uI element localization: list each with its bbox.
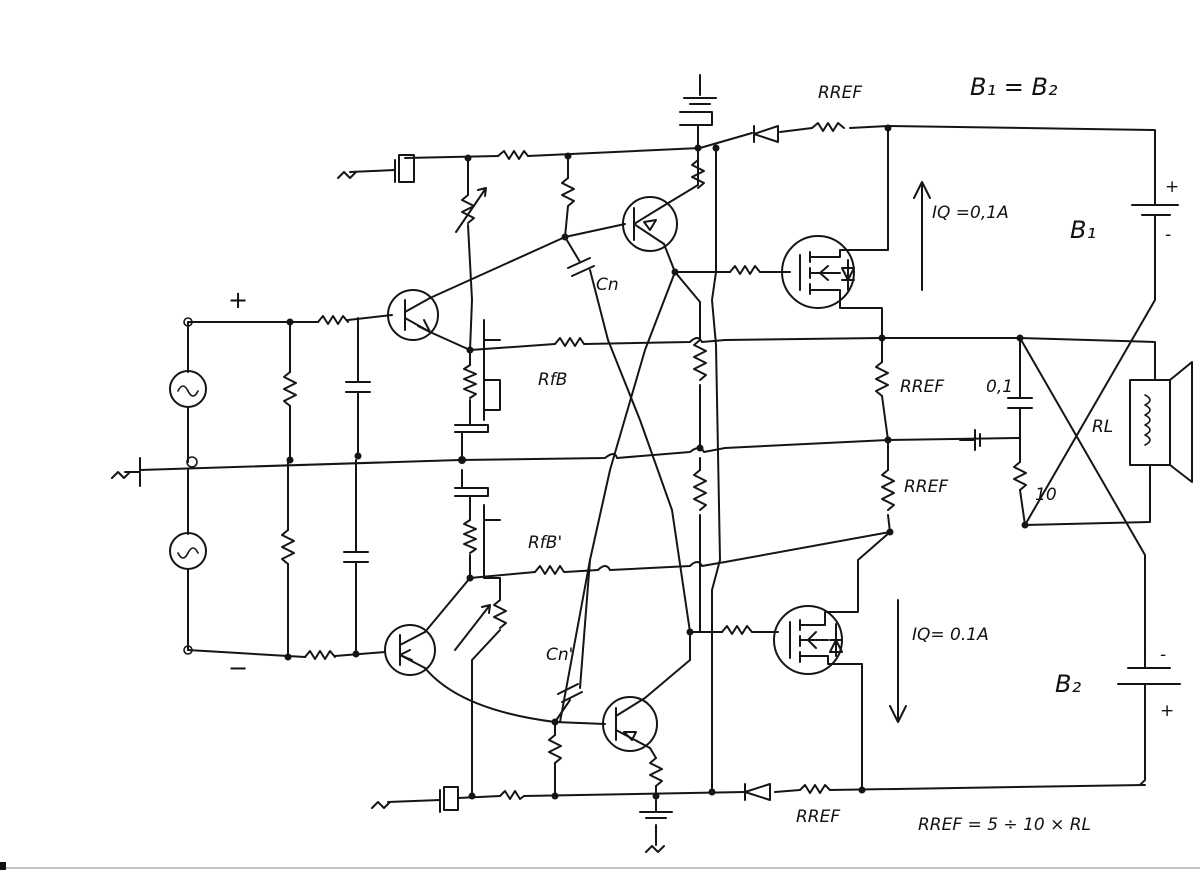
top-rail: [404, 122, 1156, 186]
ground-bottom-left: [371, 786, 459, 813]
transistor-q2: [384, 577, 556, 723]
label-cn-prime: Cn': [546, 645, 573, 665]
mosfet-lower: [689, 531, 891, 791]
label-rfb: RfB: [538, 370, 567, 390]
speaker-rl: [1019, 337, 1193, 526]
center-resistors: [691, 144, 721, 791]
input-section: [111, 314, 461, 661]
transistor-q3: [622, 149, 699, 273]
label-b1: B₁: [1070, 216, 1096, 244]
battery-b2: [1117, 649, 1181, 786]
ground-top-center: [679, 74, 717, 149]
label-b1-plus: +: [1165, 177, 1179, 197]
label-iq-top: IQ =0,1A: [932, 203, 1009, 223]
label-cn: Cn: [596, 275, 619, 295]
transistor-q1: [387, 236, 566, 351]
cross-wires: [559, 268, 701, 723]
middle-wires: [458, 334, 1021, 464]
transistor-q4: [602, 631, 691, 797]
label-rref-mid-bottom: RREF: [904, 477, 948, 497]
label-rref-formula: RREF = 5 ÷ 10 × RL: [918, 815, 1091, 835]
ac-source-bottom: [169, 532, 207, 570]
label-res-value: 10: [1035, 485, 1057, 505]
bias-network-lower: [454, 469, 891, 582]
bias-network-upper: [454, 319, 501, 463]
label-b1-minus: -: [1165, 225, 1171, 245]
label-cap-value: 0,1: [986, 377, 1013, 397]
page-corner-mark: [0, 862, 6, 870]
rref-right-upper: [875, 337, 895, 536]
label-input-minus: −: [228, 654, 248, 682]
label-input-plus: +: [228, 286, 248, 314]
ground-top-left: [337, 154, 415, 183]
center-upper: [561, 152, 626, 341]
ground-bottom-center: [639, 799, 673, 853]
label-rref-mid-top: RREF: [900, 377, 944, 397]
battery-b1: [1131, 184, 1179, 236]
bottom-rail: [457, 783, 1146, 801]
label-b2: B₂: [1055, 670, 1081, 698]
zobel-network: [959, 334, 1033, 529]
mosfet-upper: [674, 124, 892, 339]
iq-arrows: [889, 181, 931, 723]
label-iq-bottom: IQ= 0.1A: [912, 625, 989, 645]
label-b-equal: B₁ = B₂: [970, 73, 1058, 101]
diode-top: [753, 125, 779, 143]
trimmer-upper: [455, 154, 487, 351]
label-b2-plus: +: [1160, 701, 1174, 721]
label-rl: RL: [1092, 417, 1113, 437]
trimmer-lower: [454, 577, 507, 797]
ac-source-top: [169, 370, 207, 408]
label-b2-minus: -: [1160, 645, 1166, 665]
battery-crossing: [1019, 234, 1156, 651]
label-rref-bottom: RREF: [796, 807, 840, 827]
label-rfb-prime: RfB': [528, 533, 562, 553]
center-lower: [548, 559, 606, 800]
label-rref-top: RREF: [818, 83, 862, 103]
